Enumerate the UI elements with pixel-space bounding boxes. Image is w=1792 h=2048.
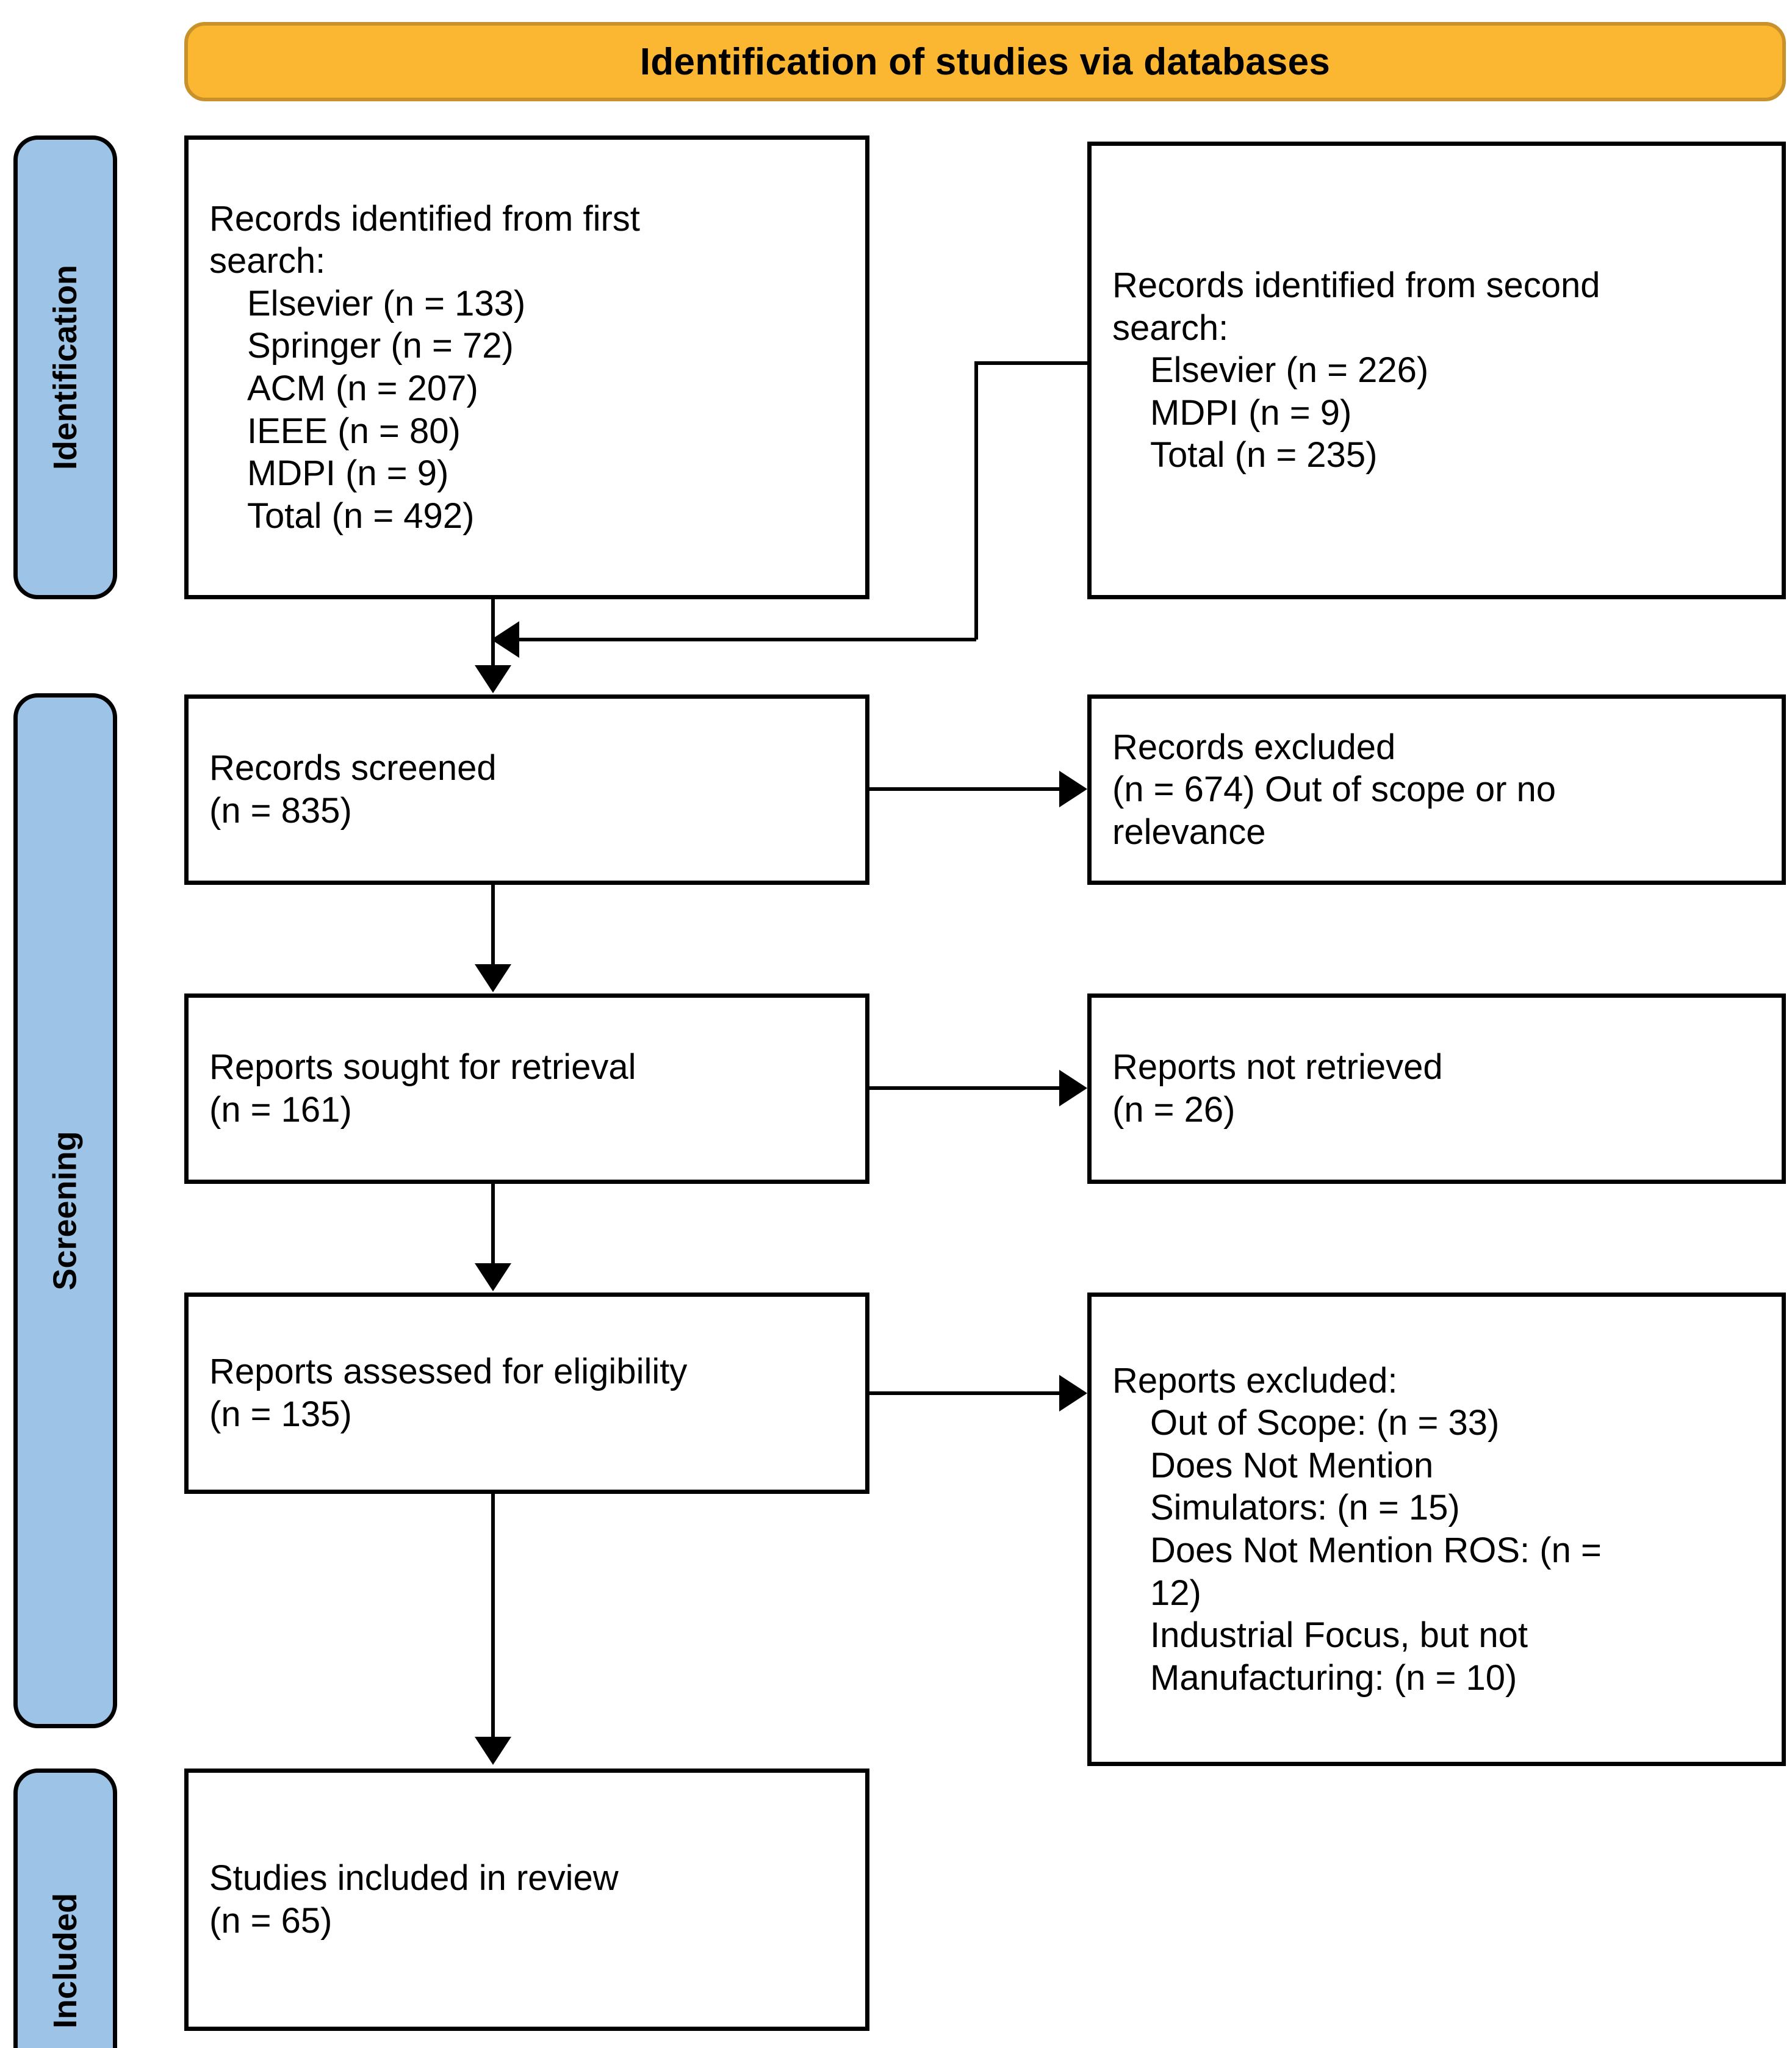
box-line: Studies included in review [209, 1858, 619, 1898]
box-line: Reports not retrieved [1112, 1047, 1443, 1087]
box-line: Records screened [209, 748, 497, 788]
box-records-screened: Records screened (n = 835) [184, 694, 869, 885]
diagram-header-banner: Identification of studies via databases [184, 22, 1786, 101]
box-line: Elsevier (n = 133) [247, 283, 526, 323]
box-reports-assessed-for-eligibility: Reports assessed for eligibility (n = 13… [184, 1293, 869, 1494]
arrow-identification-to-screened [475, 665, 511, 693]
box-records-identified-first-search: Records identified from first search: El… [184, 135, 869, 599]
connector-second-search-horizontal-top [974, 361, 1089, 365]
box-line: (n = 674) Out of scope or no [1112, 770, 1556, 810]
connector-identification-to-screened [491, 599, 495, 666]
box-reports-sought-for-retrieval: Reports sought for retrieval (n = 161) [184, 993, 869, 1184]
box-line: Records identified from second [1112, 265, 1600, 306]
arrow-screened-to-excluded [1059, 771, 1087, 807]
box-line: Simulators: (n = 15) [1150, 1488, 1460, 1528]
arrow-sought-to-not-retrieved [1059, 1070, 1087, 1106]
box-reports-not-retrieved: Reports not retrieved (n = 26) [1087, 993, 1786, 1184]
box-line: Does Not Mention [1150, 1445, 1434, 1485]
box-line: ACM (n = 207) [247, 369, 478, 408]
connector-second-search-horizontal-bottom [517, 638, 976, 641]
box-records-identified-second-search: Records identified from second search: E… [1087, 142, 1786, 599]
box-line: search: [209, 241, 326, 281]
box-line: IEEE (n = 80) [247, 411, 461, 451]
box-line: Does Not Mention ROS: (n = [1150, 1531, 1602, 1570]
arrow-sought-to-assessed [475, 1263, 511, 1291]
box-line: Manufacturing: (n = 10) [1150, 1657, 1517, 1698]
connector-sought-to-not-retrieved [869, 1086, 1062, 1090]
box-reports-excluded: Reports excluded: Out of Scope: (n = 33)… [1087, 1293, 1786, 1766]
box-line: (n = 26) [1112, 1090, 1236, 1130]
box-line: relevance [1112, 812, 1266, 852]
connector-assessed-to-excluded [869, 1391, 1062, 1395]
box-line: (n = 835) [209, 791, 352, 831]
box-records-excluded: Records excluded (n = 674) Out of scope … [1087, 694, 1786, 885]
box-studies-included-in-review: Studies included in review (n = 65) [184, 1769, 869, 2031]
stage-label-included-text: Included [47, 1892, 84, 2029]
box-line: Total (n = 492) [247, 496, 475, 536]
arrow-merge-into-main-flow [491, 621, 519, 658]
connector-sought-to-assessed [491, 1184, 495, 1264]
box-line: (n = 161) [209, 1090, 352, 1130]
box-line: Springer (n = 72) [247, 326, 514, 366]
box-line: Total (n = 235) [1150, 435, 1378, 475]
stage-label-included: Included [13, 1769, 117, 2048]
box-line: Out of Scope: (n = 33) [1150, 1403, 1500, 1443]
box-line: (n = 65) [209, 1901, 333, 1941]
connector-assessed-to-included [491, 1494, 495, 1738]
box-line: Records excluded [1112, 727, 1396, 767]
box-line: Reports excluded: [1112, 1360, 1398, 1401]
box-line: Reports assessed for eligibility [209, 1352, 688, 1392]
arrow-assessed-to-included [475, 1737, 511, 1765]
box-line: MDPI (n = 9) [1150, 392, 1352, 433]
box-line: 12) [1150, 1573, 1201, 1613]
box-line: Elsevier (n = 226) [1150, 350, 1429, 391]
stage-label-identification-text: Identification [47, 265, 84, 470]
box-line: MDPI (n = 9) [247, 453, 449, 494]
stage-label-screening-text: Screening [47, 1131, 84, 1291]
box-line: Industrial Focus, but not [1150, 1615, 1528, 1656]
connector-second-search-vertical [974, 361, 978, 640]
diagram-title: Identification of studies via databases [639, 40, 1331, 83]
box-line: Reports sought for retrieval [209, 1047, 636, 1087]
stage-label-identification: Identification [13, 135, 117, 599]
arrow-screened-to-sought [475, 964, 511, 992]
arrow-assessed-to-excluded [1059, 1375, 1087, 1412]
connector-screened-to-excluded [869, 787, 1062, 791]
box-line: Records identified from first [209, 198, 640, 239]
connector-screened-to-sought [491, 885, 495, 965]
box-line: search: [1112, 308, 1229, 348]
box-line: (n = 135) [209, 1394, 352, 1434]
stage-label-screening: Screening [13, 693, 117, 1728]
